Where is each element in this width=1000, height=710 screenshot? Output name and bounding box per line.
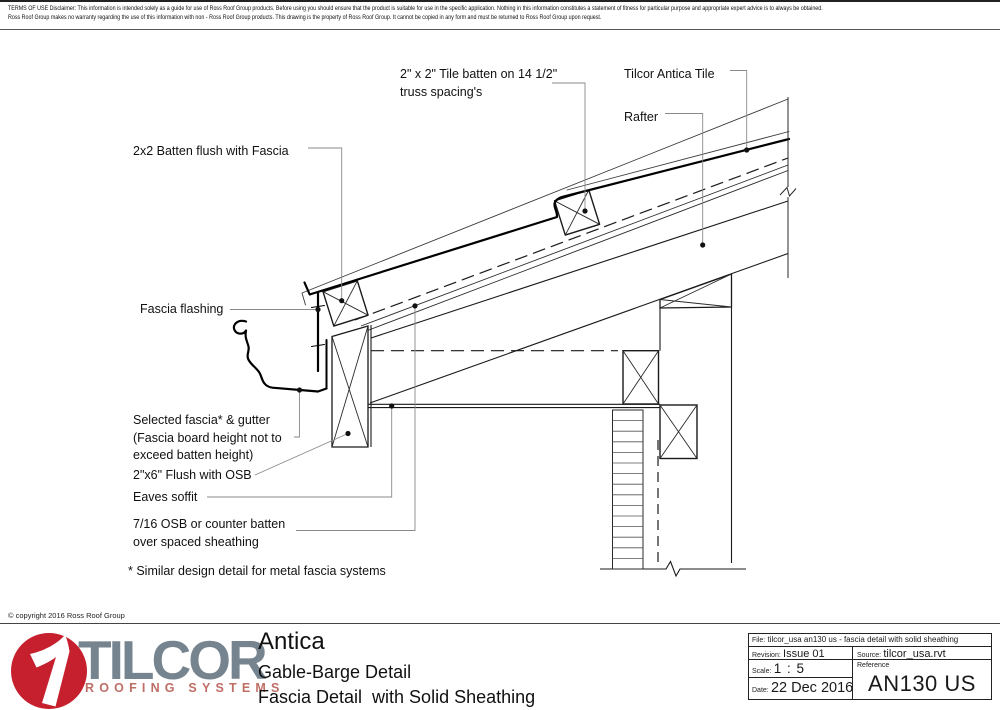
- footer-divider: [0, 623, 1000, 624]
- drawing-subtitle: Fascia Detail with Solid Sheathing: [258, 687, 536, 707]
- source-label: Source:: [857, 652, 882, 659]
- scale-cell: Scale: 1 : 5: [749, 660, 852, 678]
- title-block: File: tilcor_usa an130 us - fascia detai…: [748, 633, 992, 700]
- brand-tagline: ROOFING SYSTEMS: [85, 681, 285, 695]
- label-antica-tile: Tilcor Antica Tile: [624, 67, 715, 81]
- revision-label: Revision:: [752, 652, 781, 659]
- scale-value: 1 : 5: [773, 661, 805, 676]
- label-batten-flush: 2x2 Batten flush with Fascia: [133, 144, 289, 158]
- label-fascia-flashing: Fascia flashing: [140, 302, 224, 316]
- file-row: File: tilcor_usa an130 us - fascia detai…: [749, 634, 991, 647]
- tilcor-logo-icon: [11, 633, 87, 709]
- logo-mark-icon: [30, 635, 70, 707]
- drawing-number: AN130 US: [868, 671, 976, 696]
- label-footnote: * Similar design detail for metal fascia…: [128, 564, 386, 578]
- label-rafter: Rafter: [624, 110, 659, 124]
- revision-source-row: Revision: Issue 01 Source: tilcor_usa.rv…: [749, 647, 991, 660]
- file-value: tilcor_usa an130 us - fascia detail with…: [767, 635, 959, 644]
- disclaimer-line-1: TERMS OF USE Disclaimer: This informatio…: [8, 5, 823, 12]
- file-label: File:: [752, 637, 766, 644]
- disclaimer-line-2: Ross Roof Group makes no warranty regard…: [8, 13, 602, 21]
- label-tile-batten: 2" x 2" Tile batten on 14 1/2" truss spa…: [400, 67, 558, 99]
- disclaimer-bar: TERMS OF USE Disclaimer: This informatio…: [0, 0, 1000, 30]
- product-title: Antica: [258, 628, 325, 655]
- drawing-title: Gable-Barge Detail: [258, 662, 412, 682]
- brand-name: TILCOR: [78, 629, 268, 691]
- scale-label: Scale:: [752, 668, 772, 675]
- revision-value: Issue 01: [783, 648, 825, 660]
- source-value: tilcor_usa.rvt: [883, 648, 946, 660]
- reference-cell: Reference AN130 US: [853, 660, 991, 699]
- date-value: 22 Dec 2016: [770, 680, 854, 696]
- reference-label: Reference: [857, 662, 890, 669]
- scale-date-column: Scale: 1 : 5 Date: 22 Dec 2016: [749, 660, 853, 699]
- label-selected-fascia: Selected fascia* & gutter (Fascia board …: [133, 413, 282, 462]
- label-eaves-soffit: Eaves soffit: [133, 490, 198, 504]
- copyright-text: © copyright 2016 Ross Roof Group: [8, 611, 125, 620]
- source-cell: Source: tilcor_usa.rvt: [853, 647, 991, 660]
- label-osb-counter: 7/16 OSB or counter batten over spaced s…: [133, 517, 286, 549]
- label-flush-osb: 2"x6" Flush with OSB: [133, 468, 252, 482]
- revision-cell: Revision: Issue 01: [749, 647, 853, 660]
- date-label: Date:: [752, 687, 769, 694]
- date-cell: Date: 22 Dec 2016: [749, 678, 854, 698]
